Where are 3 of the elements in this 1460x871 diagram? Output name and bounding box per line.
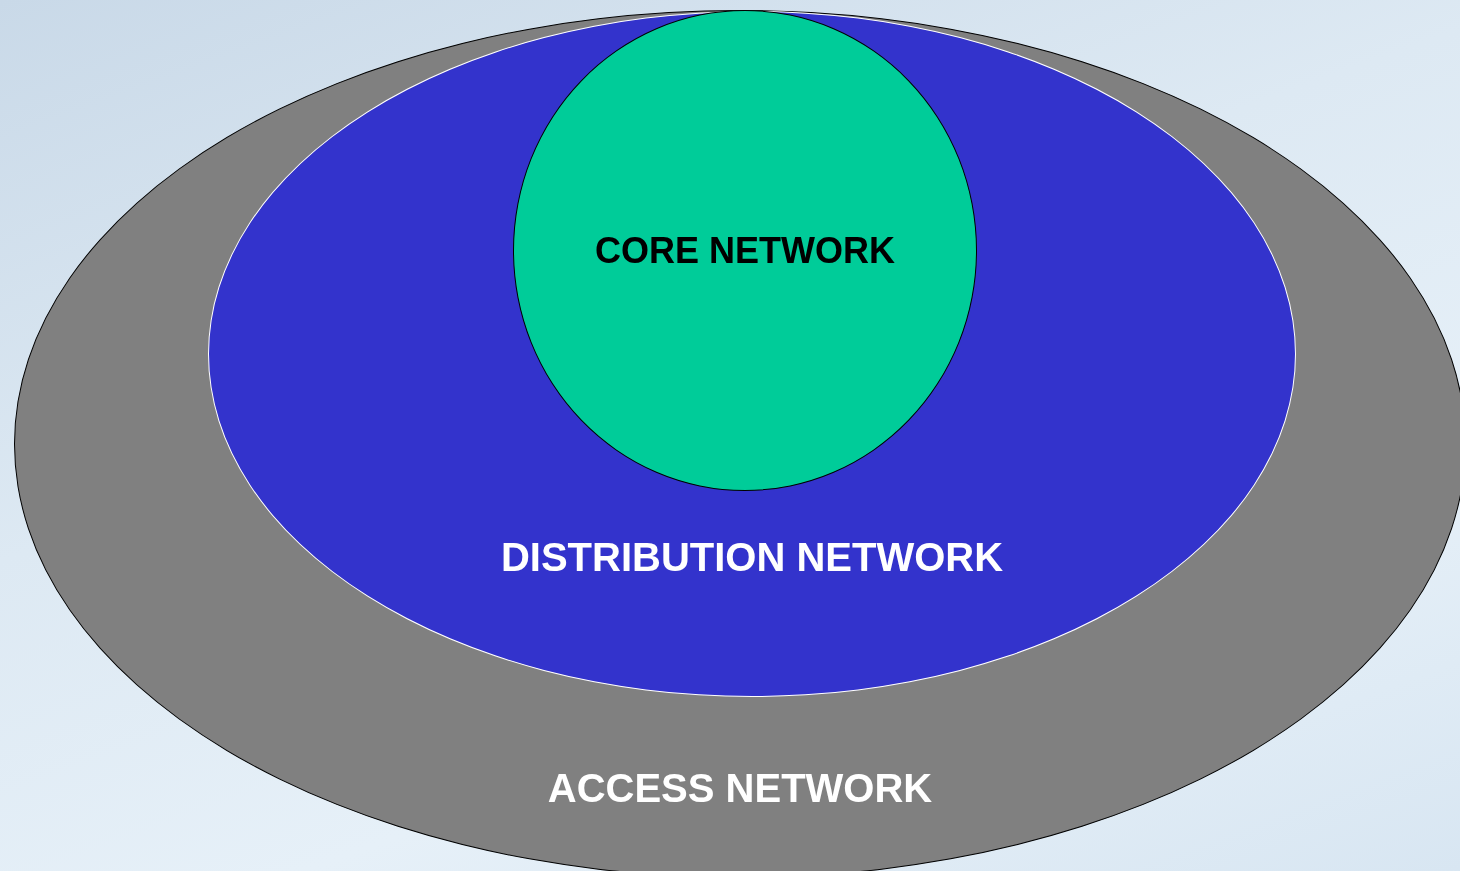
node-label: CORE NETWORK [595, 230, 895, 271]
node-label: DISTRIBUTION NETWORK [500, 535, 1004, 579]
node-label: ACCESS NETWORK [547, 766, 933, 810]
